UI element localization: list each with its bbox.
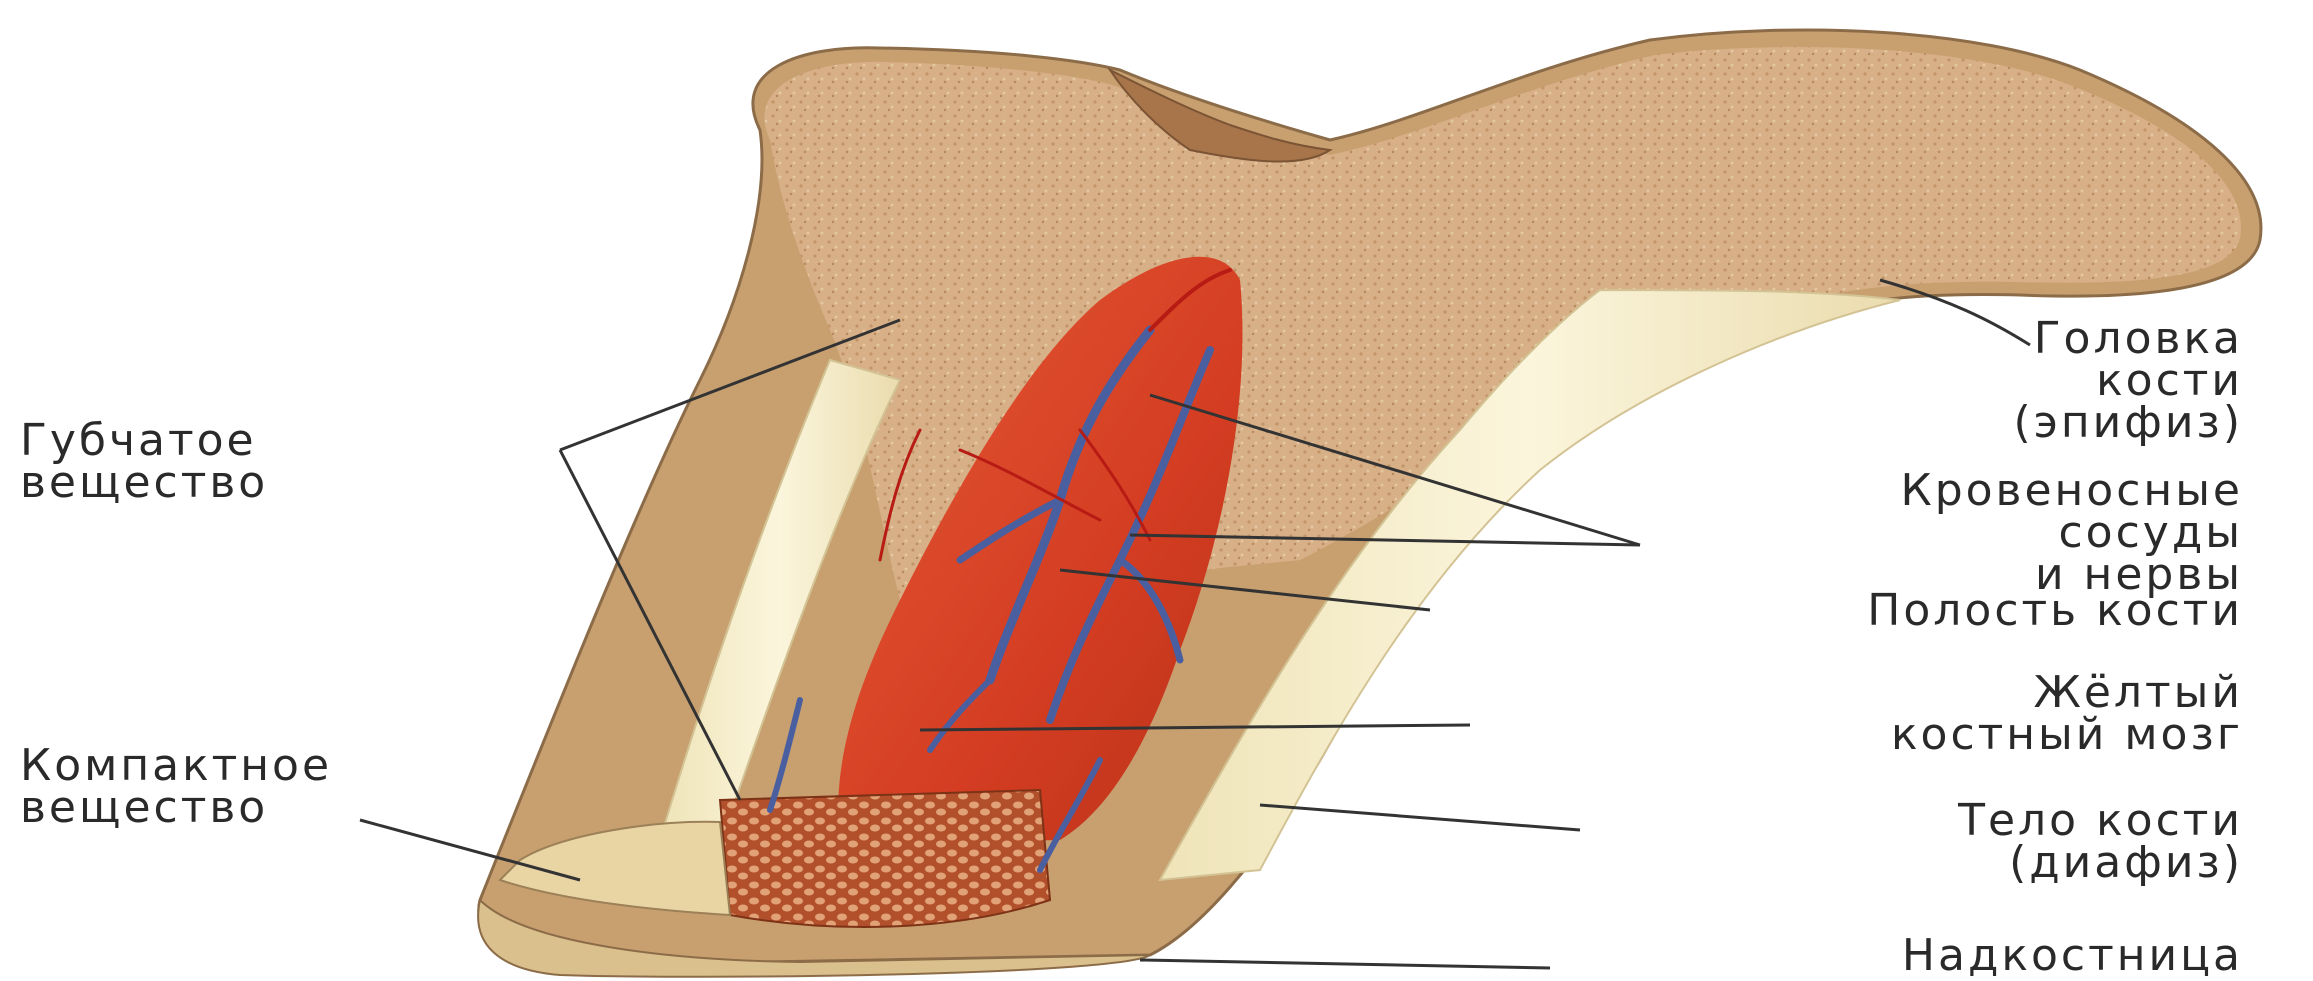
label-bone-head-line-3: (эпифиз) xyxy=(2014,402,2243,444)
label-compact-line-1: Компактное xyxy=(20,745,332,787)
label-yellow-marrow: Жёлтый костный мозг xyxy=(1891,672,2243,756)
label-spongy-substance: Губчатое вещество xyxy=(20,420,268,504)
label-bone-body: Тело кости (диафиз) xyxy=(1958,800,2243,884)
label-compact-line-2: вещество xyxy=(20,787,332,829)
label-cavity-line-1: Полость кости xyxy=(1867,590,2243,632)
label-bone-head-line-2: кости xyxy=(2014,360,2243,402)
label-vessels-line-1: Кровеносные xyxy=(1900,470,2243,512)
label-spongy-line-1: Губчатое xyxy=(20,420,268,462)
label-bone-head-line-1: Головка xyxy=(2014,318,2243,360)
label-spongy-line-2: вещество xyxy=(20,462,268,504)
label-periosteum-line-1: Надкостница xyxy=(1902,935,2243,977)
label-vessels-line-2: сосуды xyxy=(1900,512,2243,554)
label-marrow-line-2: костный мозг xyxy=(1891,714,2243,756)
label-compact-substance: Компактное вещество xyxy=(20,745,332,829)
label-body-line-2: (диафиз) xyxy=(1958,842,2243,884)
label-blood-vessels: Кровеносные сосуды и нервы xyxy=(1900,470,2243,596)
label-marrow-line-1: Жёлтый xyxy=(1891,672,2243,714)
label-body-line-1: Тело кости xyxy=(1958,800,2243,842)
label-periosteum: Надкостница xyxy=(1902,935,2243,977)
label-bone-cavity: Полость кости xyxy=(1867,590,2243,632)
label-bone-head: Головка кости (эпифиз) xyxy=(2014,318,2243,444)
